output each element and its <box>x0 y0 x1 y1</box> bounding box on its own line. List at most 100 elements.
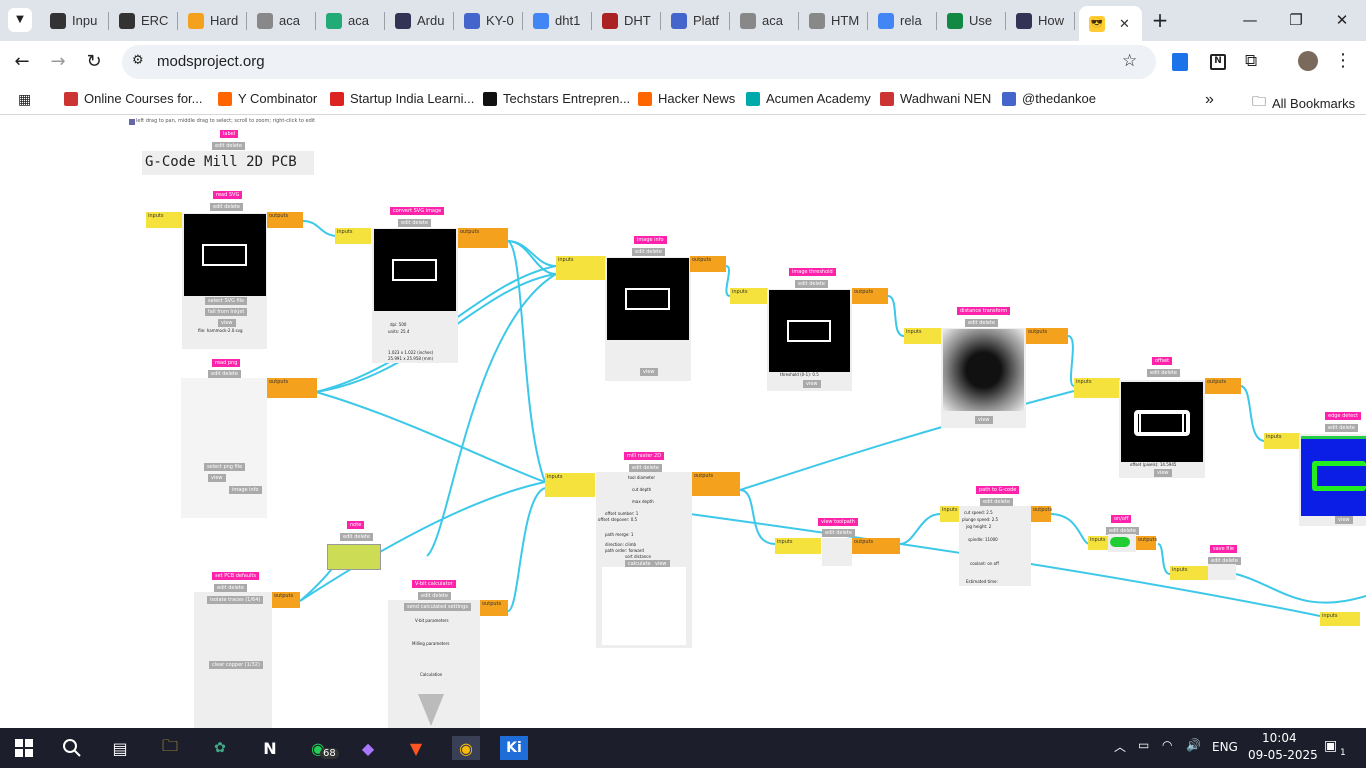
tab-2[interactable]: Hard <box>178 6 246 35</box>
png-view-button[interactable]: view <box>208 474 226 482</box>
distance-view-button[interactable]: view <box>975 416 993 424</box>
bookmark-item[interactable]: Hacker News <box>638 91 735 106</box>
label-edit-delete[interactable]: edit delete <box>212 142 245 150</box>
gcode-edit-delete[interactable]: edit delete <box>980 498 1013 506</box>
tab-11[interactable]: HTM <box>799 6 867 35</box>
module-vbit[interactable]: V-bit calculator <box>412 580 456 588</box>
more-bookmarks-button[interactable]: » <box>1205 91 1214 108</box>
close-window-button[interactable]: ✕ <box>1335 11 1349 29</box>
minimize-button[interactable]: — <box>1242 11 1258 29</box>
module-image-threshold[interactable]: image threshold <box>789 268 836 276</box>
back-button[interactable]: ← <box>14 51 30 72</box>
search-icon[interactable] <box>58 736 86 760</box>
tab-9[interactable]: Platf <box>661 6 729 35</box>
select-svg-button[interactable]: select SVG file <box>205 297 248 305</box>
chrome-icon[interactable]: ◉ <box>452 736 480 760</box>
battery-icon[interactable]: ▭ <box>1138 738 1150 752</box>
volume-icon[interactable]: 🔊 <box>1186 738 1201 752</box>
tray-chevron-icon[interactable]: ︿ <box>1114 740 1127 754</box>
bookmark-item[interactable]: Startup India Learni... <box>330 91 474 106</box>
restore-button[interactable]: ❐ <box>1289 11 1303 29</box>
save-file-edit-delete[interactable]: edit delete <box>1208 557 1241 565</box>
notion-icon[interactable]: N <box>263 738 277 758</box>
offset-view-button[interactable]: view <box>1154 469 1172 477</box>
start-windows-icon[interactable] <box>10 736 38 760</box>
file-explorer-icon[interactable]: 🗀 <box>161 735 178 755</box>
mods-canvas[interactable]: left drag to pan, middle drag to select;… <box>0 116 1366 728</box>
tab-12[interactable]: rela <box>868 6 936 35</box>
view-svg-button[interactable]: view <box>218 319 236 327</box>
app-icon[interactable]: ✿ <box>214 740 226 756</box>
module-read-png[interactable]: read png <box>212 359 241 367</box>
tab-7[interactable]: dht1 <box>523 6 591 35</box>
bookmark-star-icon[interactable]: ☆ <box>1122 51 1138 71</box>
note-edit-delete[interactable]: edit delete <box>340 533 373 541</box>
distance-edit-delete[interactable]: edit delete <box>965 319 998 327</box>
tab-5[interactable]: Ardu <box>385 6 453 35</box>
tab-1[interactable]: ERC <box>109 6 177 35</box>
module-view-toolpath[interactable]: view toolpath <box>818 518 858 526</box>
isolate-traces-button[interactable]: isolate traces (1/64) <box>207 596 264 604</box>
module-convert-svg[interactable]: convert SVG image <box>390 207 445 215</box>
module-set-pcb[interactable]: set PCB defaults <box>212 572 259 580</box>
convert-svg-edit-delete[interactable]: edit delete <box>398 219 431 227</box>
mill-view-button[interactable]: view <box>652 560 670 568</box>
language-indicator[interactable]: ENG <box>1212 740 1238 754</box>
bookmark-item[interactable]: Online Courses for... <box>64 91 203 106</box>
send-calculated-button[interactable]: send calculated settings <box>404 603 471 611</box>
toolpath-edit-delete[interactable]: edit delete <box>822 529 855 537</box>
menu-icon[interactable]: ⋮ <box>1334 50 1352 71</box>
select-png-button[interactable]: select png file <box>204 463 246 471</box>
site-info-icon[interactable]: ⚙ <box>132 53 144 68</box>
fall-from-inkjet-button[interactable]: fall from Inkjet <box>205 308 248 316</box>
tab-4[interactable]: aca <box>316 6 384 35</box>
tab-14[interactable]: How <box>1006 6 1074 35</box>
tab-active[interactable]: 😎 ✕ <box>1079 6 1142 41</box>
tab-close-icon[interactable]: ✕ <box>1119 15 1130 31</box>
vbit-edit-delete[interactable]: edit delete <box>418 592 451 600</box>
png-info-button[interactable]: image info <box>229 486 262 494</box>
module-save-file[interactable]: save file <box>1210 545 1237 553</box>
calculate-button[interactable]: calculate <box>625 560 654 568</box>
task-view-icon[interactable]: ▤ <box>112 738 128 758</box>
onoff-toggle[interactable] <box>1110 537 1130 547</box>
brave-icon[interactable]: ▼ <box>409 738 423 758</box>
tab-3[interactable]: aca <box>247 6 315 35</box>
tab-0[interactable]: Inpu <box>40 6 108 35</box>
tab-10[interactable]: aca <box>730 6 798 35</box>
read-svg-edit-delete[interactable]: edit delete <box>210 203 243 211</box>
module-read-svg[interactable]: read SVG <box>213 191 243 199</box>
tab-search-button[interactable]: ▼ <box>8 8 32 32</box>
wifi-icon[interactable]: ◠ <box>1162 738 1173 752</box>
module-image-info[interactable]: image info <box>634 236 667 244</box>
new-tab-button[interactable]: + <box>1151 8 1169 32</box>
all-bookmarks-button[interactable]: 🗀 All Bookmarks <box>1252 91 1355 115</box>
apps-icon[interactable]: ▦ <box>18 92 32 108</box>
avatar[interactable] <box>1298 51 1318 71</box>
edge-edit-delete[interactable]: edit delete <box>1325 424 1358 432</box>
bookmark-item[interactable]: Y Combinator <box>218 91 317 106</box>
bookmark-item[interactable]: Wadhwani NEN <box>880 91 991 106</box>
edge-view-button[interactable]: view <box>1335 516 1353 524</box>
tab-6[interactable]: KY-0 <box>454 6 522 35</box>
bookmark-item[interactable]: Acumen Academy <box>746 91 871 106</box>
puzzle-icon[interactable]: ⧉ <box>1245 51 1258 71</box>
notification-icon[interactable]: ▣ <box>1324 738 1338 754</box>
reload-button[interactable]: ↻ <box>86 51 102 72</box>
image-info-edit-delete[interactable]: edit delete <box>632 248 665 256</box>
obsidian-icon[interactable]: ◆ <box>361 738 375 758</box>
address-bar[interactable]: ⚙ modsproject.org ☆ <box>122 45 1156 79</box>
module-note[interactable]: note <box>347 521 365 529</box>
threshold-edit-delete[interactable]: edit delete <box>795 280 828 288</box>
forward-button[interactable]: → <box>50 51 66 72</box>
set-pcb-edit-delete[interactable]: edit delete <box>214 584 247 592</box>
module-offset[interactable]: offset <box>1152 357 1173 365</box>
module-on-off[interactable]: on/off <box>1111 515 1132 523</box>
image-info-view-button[interactable]: view <box>640 368 658 376</box>
onoff-edit-delete[interactable]: edit delete <box>1106 527 1139 535</box>
clock-date[interactable]: 09-05-2025 <box>1248 748 1318 762</box>
module-mill-raster[interactable]: mill raster 2D <box>624 452 665 460</box>
clock-time[interactable]: 10:04 <box>1262 731 1297 745</box>
bookmark-item[interactable]: Techstars Entrepren... <box>483 91 630 106</box>
module-label-label[interactable]: label <box>220 130 239 138</box>
